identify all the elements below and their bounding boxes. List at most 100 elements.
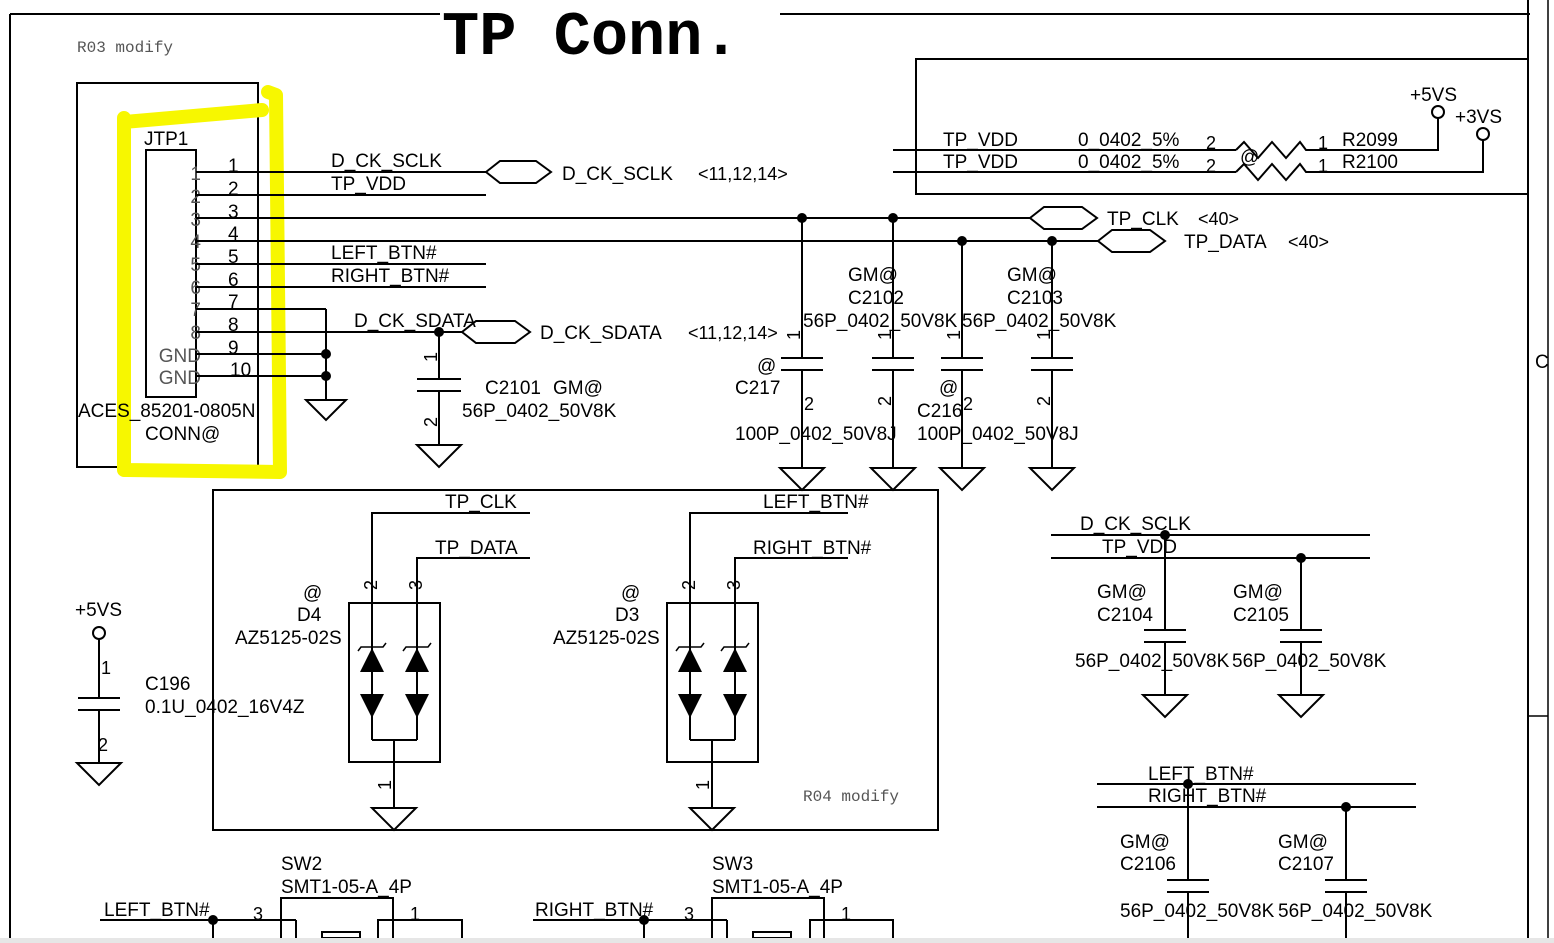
offpage-tp-data[interactable] xyxy=(1096,229,1167,253)
pin-number: 1 xyxy=(693,780,713,790)
sheet-title: TP Conn. xyxy=(442,2,740,73)
capacitor-c2104[interactable] xyxy=(1140,530,1190,719)
tvs-diode-d3[interactable] xyxy=(666,512,848,832)
cap-option: @ xyxy=(757,356,776,377)
connector-pin-number: 9 xyxy=(228,338,239,359)
pin-number: 2 xyxy=(875,396,895,406)
connector-pin-label: 6 xyxy=(190,278,201,299)
cap-value: 100P_0402_50V8J xyxy=(917,424,1079,445)
net-label: RIGHT_BTN# xyxy=(1148,786,1267,807)
capacitor-c2107[interactable] xyxy=(1325,802,1367,943)
capacitor-c2103[interactable] xyxy=(1027,236,1077,492)
note-r03-modify: R03 modify xyxy=(77,39,173,57)
connector-pin-number: 10 xyxy=(230,360,251,381)
cap-ref: C2104 xyxy=(1097,605,1153,626)
net-label-d-ck-sdata: D_CK_SDATA xyxy=(354,311,476,332)
note-r04-modify: R04 modify xyxy=(803,788,899,806)
power-rail-label: +3VS xyxy=(1455,107,1502,128)
tvs-part: AZ5125-02S xyxy=(235,628,342,649)
tvs-diode-d4[interactable] xyxy=(348,512,530,832)
pin-number: 1 xyxy=(875,330,895,340)
cap-value: 0.1U_0402_16V4Z xyxy=(145,697,305,718)
offpage-net-name: TP_DATA xyxy=(1184,232,1267,253)
cap-value: 56P_0402_50V8K xyxy=(1232,651,1387,672)
cap-option: GM@ xyxy=(1233,582,1283,603)
offpage-ref: <11,12,14> xyxy=(688,323,778,343)
capacitor-c2106[interactable] xyxy=(1167,779,1209,943)
capacitor-c217[interactable] xyxy=(777,213,827,492)
offpage-d-ck-sdata[interactable] xyxy=(460,320,532,344)
capacitor-c2102[interactable] xyxy=(868,213,918,492)
capacitor-c196[interactable] xyxy=(74,626,124,787)
viewer-bottom-scrollbar[interactable] xyxy=(0,938,1554,943)
pin-number: 1 xyxy=(784,330,804,340)
net-label-d-ck-sclk: D_CK_SCLK xyxy=(331,151,442,172)
connector-pin-label: 5 xyxy=(190,255,201,276)
cap-ref: C216 xyxy=(917,401,962,422)
offpage-ref: <40> xyxy=(1198,209,1239,229)
cap-value: 56P_0402_50V8K xyxy=(962,311,1117,332)
connector-pin-number: 6 xyxy=(228,270,239,291)
resistor-value: 0_0402_5% xyxy=(1078,152,1180,173)
pin-number: 2 xyxy=(679,580,699,590)
offpage-net-name: D_CK_SDATA xyxy=(540,323,662,344)
pin-number: 3 xyxy=(724,580,744,590)
connector-pin-label: 7 xyxy=(190,300,201,321)
cap-option: GM@ xyxy=(1007,265,1057,286)
switch-ref: SW3 xyxy=(712,854,753,875)
pin-number: 1 xyxy=(1034,330,1054,340)
resistor-ref: R2100 xyxy=(1342,152,1398,173)
connector-pin-label: 3 xyxy=(190,210,201,231)
cap-ref: C2102 xyxy=(848,288,904,309)
cap-option: GM@ xyxy=(1278,832,1328,853)
switch-sw3[interactable] xyxy=(533,897,894,943)
cap-value: 56P_0402_50V8K xyxy=(1075,651,1230,672)
power-rail-3vs-icon xyxy=(1476,127,1490,141)
cap-ref: C2101 xyxy=(485,378,541,399)
connector-option: CONN@ xyxy=(145,424,220,445)
net-label: TP_CLK xyxy=(445,492,517,513)
diode-icon xyxy=(678,694,702,718)
offpage-d-ck-sclk[interactable] xyxy=(484,160,553,184)
net-label: D_CK_SCLK xyxy=(1080,514,1191,535)
cap-ref: C2106 xyxy=(1120,854,1176,875)
capacitor-c216[interactable] xyxy=(937,236,987,492)
pin-number: 3 xyxy=(253,904,263,924)
power-select-box xyxy=(893,58,1529,195)
pin-number: 1 xyxy=(101,658,111,678)
capacitor-c2101[interactable] xyxy=(414,327,464,469)
pin-number: 1 xyxy=(410,904,420,924)
cap-value: 56P_0402_50V8K xyxy=(803,311,958,332)
offpage-tp-clk[interactable] xyxy=(1028,206,1099,230)
power-rail-label: +5VS xyxy=(75,600,122,621)
connector-ref: JTP1 xyxy=(144,129,188,150)
bus-buttons xyxy=(1097,783,1416,808)
power-rail-icon xyxy=(92,626,106,640)
connector-jtp1[interactable] xyxy=(76,82,287,479)
connector-part: ACES_85201-0805N xyxy=(78,401,255,422)
cap-option: GM@ xyxy=(1120,832,1170,853)
option-mark: @ xyxy=(1240,147,1259,168)
cap-ref: C196 xyxy=(145,674,190,695)
net-label-left-btn: LEFT_BTN# xyxy=(331,243,437,264)
net-label: TP_VDD xyxy=(1102,537,1177,558)
diode-icon xyxy=(405,694,429,718)
resistor-ref: R2099 xyxy=(1342,130,1398,151)
resistor-net: TP_VDD xyxy=(943,152,1018,173)
cap-ref: C2105 xyxy=(1233,605,1289,626)
connector-pin-number: 2 xyxy=(228,179,239,200)
zener-diode-icon xyxy=(723,648,747,672)
pin-number: 1 xyxy=(944,330,964,340)
pin-number: 2 xyxy=(421,417,441,427)
connector-pin-number: 7 xyxy=(228,292,239,313)
pin-number: 2 xyxy=(804,394,814,414)
zener-diode-icon xyxy=(678,648,702,672)
diode-icon xyxy=(360,694,384,718)
pin-number: 1 xyxy=(421,352,441,362)
offpage-ref: <40> xyxy=(1288,232,1329,252)
ground-icon xyxy=(687,807,737,832)
connector-pin-label: GND xyxy=(159,368,201,389)
pin-number: 2 xyxy=(361,580,381,590)
capacitor-c2105[interactable] xyxy=(1276,553,1326,719)
